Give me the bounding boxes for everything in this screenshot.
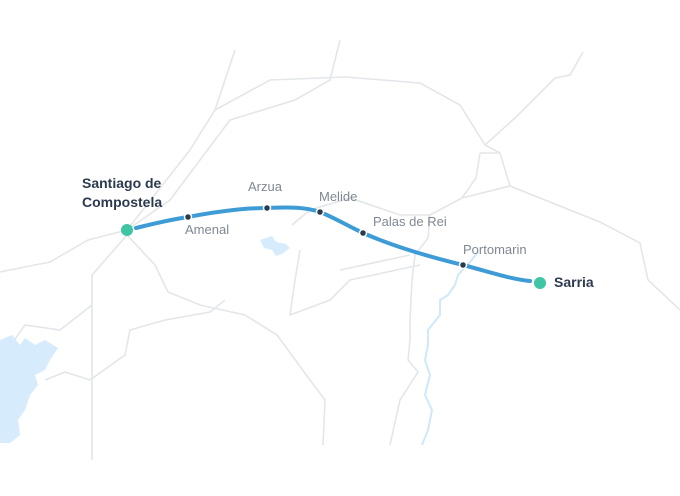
river xyxy=(421,251,479,446)
start-marker[interactable] xyxy=(121,224,133,236)
start-city-label: Santiago de Compostela xyxy=(82,174,162,212)
start-city-line2: Compostela xyxy=(82,194,163,210)
stop-marker-palas-de-rei[interactable] xyxy=(358,228,368,238)
water xyxy=(0,236,290,443)
stop-label-palas-de-rei: Palas de Rei xyxy=(373,214,447,229)
stop-marker-arzua[interactable] xyxy=(262,203,272,213)
start-city-line1: Santiago de xyxy=(82,175,162,191)
stop-label-arzua: Arzua xyxy=(248,179,282,194)
stop-marker-portomarin[interactable] xyxy=(458,260,468,270)
stop-marker-melide[interactable] xyxy=(315,207,325,217)
stop-marker-amenal[interactable] xyxy=(183,212,193,222)
end-marker[interactable] xyxy=(534,277,546,289)
end-city-label: Sarria xyxy=(554,274,594,290)
stop-label-portomarin: Portomarin xyxy=(463,242,527,257)
roads xyxy=(0,39,680,460)
stop-label-melide: Melide xyxy=(319,189,358,204)
stop-label-amenal: Amenal xyxy=(185,222,230,237)
